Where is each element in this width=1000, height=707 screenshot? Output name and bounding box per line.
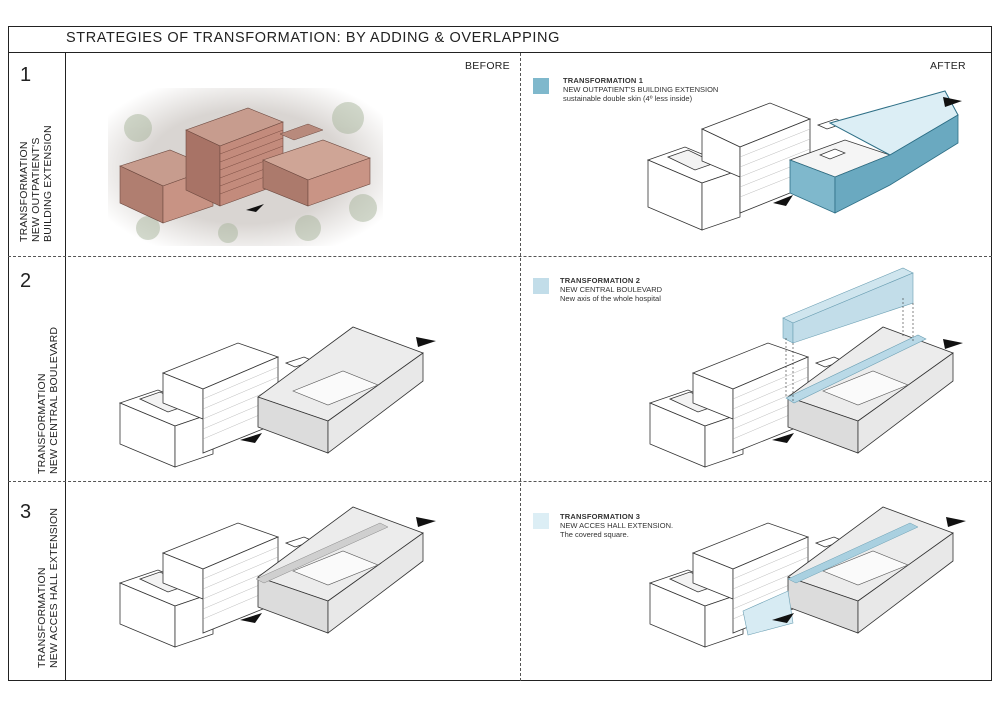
legend-2-line2: New axis of the whole hospital [560, 294, 661, 303]
row-label-3-line1: TRANSFORMATION [36, 567, 48, 668]
row-label-1-line3: BUILDING EXTENSION [42, 125, 54, 242]
row-label-2: TRANSFORMATION NEW CENTRAL BOULEVARD [36, 327, 60, 474]
legend-swatch-2 [533, 278, 549, 294]
legend-2-heading: TRANSFORMATION 2 [560, 276, 641, 285]
row-number-2: 2 [20, 270, 32, 292]
legend-3-line1: NEW ACCES HALL EXTENSION. [560, 521, 674, 530]
legend-swatch-3 [533, 513, 549, 529]
diagram-row3-after [648, 506, 966, 648]
row-label-2-line2: NEW CENTRAL BOULEVARD [48, 326, 60, 474]
legend-1-line1: NEW OUTPATIENT'S BUILDING EXTENSION [563, 85, 719, 94]
diagram-row2-before [118, 326, 436, 468]
diagram-row3-before [118, 506, 436, 648]
diagram-row2-after [648, 267, 963, 468]
legend-2: TRANSFORMATION 2 NEW CENTRAL BOULEVARD N… [560, 276, 662, 303]
row-divider-1 [8, 256, 992, 257]
title-row: STRATEGIES OF TRANSFORMATION: BY ADDING … [8, 26, 992, 53]
row-label-3: TRANSFORMATION NEW ACCES HALL EXTENSION [36, 508, 60, 668]
legend-swatch-1 [533, 78, 549, 94]
after-header: AFTER [930, 60, 966, 72]
row-divider-2 [8, 481, 992, 482]
row-number-3: 3 [20, 501, 32, 523]
legend-1-line2: sustainable double skin (4º less inside) [563, 94, 693, 103]
before-header: BEFORE [465, 60, 510, 72]
before-after-divider [520, 53, 521, 681]
diagram-frame [8, 26, 992, 681]
diagram-row1-after [646, 90, 962, 231]
row-label-1-line1: TRANSFORMATION [18, 141, 30, 242]
label-column-divider [65, 53, 66, 681]
legend-3-line2: The covered square. [560, 530, 629, 539]
legend-2-line1: NEW CENTRAL BOULEVARD [560, 285, 663, 294]
row-label-1-line2: NEW OUTPATIENT'S [30, 137, 42, 242]
aerial-photo-before [108, 88, 383, 246]
row-label-3-line2: NEW ACCES HALL EXTENSION [48, 507, 60, 668]
legend-1: TRANSFORMATION 1 NEW OUTPATIENT'S BUILDI… [563, 76, 718, 103]
legend-3: TRANSFORMATION 3 NEW ACCES HALL EXTENSIO… [560, 512, 673, 539]
legend-1-heading: TRANSFORMATION 1 [563, 76, 644, 85]
row-label-2-line1: TRANSFORMATION [36, 373, 48, 474]
row-label-1: TRANSFORMATION NEW OUTPATIENT'S BUILDING… [18, 125, 54, 242]
row-number-1: 1 [20, 64, 32, 86]
page-title: STRATEGIES OF TRANSFORMATION: BY ADDING … [66, 30, 561, 46]
legend-3-heading: TRANSFORMATION 3 [560, 512, 641, 521]
